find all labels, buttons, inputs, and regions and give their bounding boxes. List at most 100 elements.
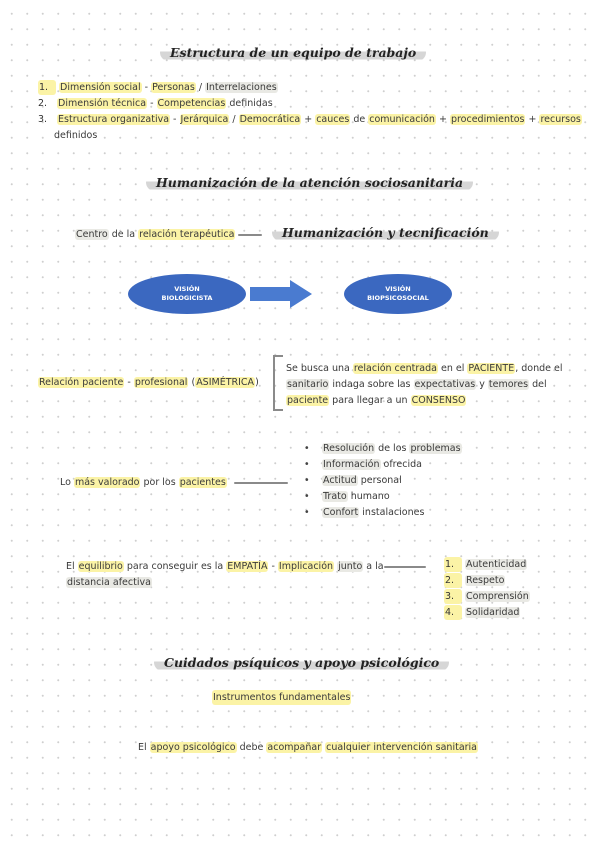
- list-item-continuation: definidos: [54, 130, 98, 141]
- text-segment: Centro: [75, 229, 109, 240]
- text-segment: El: [66, 561, 78, 572]
- item-number: 2.: [444, 573, 462, 588]
- text-segment: indaga sobre las: [329, 379, 414, 390]
- text-segment: humano: [347, 491, 390, 502]
- item-text: +: [525, 114, 540, 125]
- item-text: Comprensión: [465, 591, 530, 602]
- text-segment: -: [268, 561, 278, 572]
- ellipse-label: VISIÓN: [385, 285, 411, 293]
- text-segment: Trato: [322, 491, 348, 502]
- subtitle-humanizacion-tecnificacion: Humanización y tecnificación: [272, 224, 499, 241]
- item-text: +: [301, 114, 316, 125]
- bullet: •: [304, 507, 310, 518]
- text-segment: de la: [108, 229, 139, 240]
- list-item: •Actitud personal: [304, 473, 402, 488]
- text-segment: junto: [337, 561, 364, 572]
- text-segment: Relación paciente: [38, 377, 125, 388]
- busca-line-2: sanitario indaga sobre las expectativas …: [286, 377, 547, 392]
- arrow-right-icon: [250, 280, 312, 308]
- text-segment: PACIENTE: [467, 363, 516, 374]
- text-segment: instalaciones: [359, 507, 425, 518]
- item-text: definidas: [226, 98, 273, 109]
- item-text: Autenticidad: [465, 559, 528, 570]
- text-segment: y: [476, 379, 488, 390]
- section-title-estructura: Estructura de un equipo de trabajo: [160, 44, 427, 61]
- item-text: Dimensión técnica: [57, 98, 148, 109]
- text-segment: de los: [375, 443, 410, 454]
- text-segment: expectativas: [413, 379, 477, 390]
- item-text: Estructura organizativa: [57, 114, 171, 125]
- text-segment: Se busca una: [286, 363, 353, 374]
- item-text: +: [435, 114, 450, 125]
- item-text: Interrelaciones: [205, 82, 278, 93]
- text-segment: problemas: [409, 443, 462, 454]
- item-text: Democrática: [238, 114, 302, 125]
- item-number: 3.: [38, 114, 48, 125]
- text-segment: paciente: [286, 395, 330, 406]
- item-text: de: [350, 114, 369, 125]
- text-segment: -: [124, 377, 134, 388]
- ellipse-label: VISIÓN: [174, 285, 200, 293]
- text-segment: equilibrio: [77, 561, 124, 572]
- ellipse-label: BIOLOGICISTA: [161, 294, 213, 302]
- text-segment: Información: [322, 459, 381, 470]
- text-segment: Implicación: [277, 561, 335, 572]
- equilibrio-line-2: distancia afectiva: [66, 575, 152, 590]
- apoyo-psicologico: El apoyo psicológico debe acompañar cual…: [138, 740, 479, 755]
- bullet: •: [304, 491, 310, 502]
- item-number: 4.: [444, 605, 462, 620]
- text-segment: a la: [363, 561, 384, 572]
- text-segment: ASIMÉTRICA: [195, 377, 256, 388]
- item-text: /: [195, 82, 206, 93]
- text-segment: temores: [487, 379, 530, 390]
- text-segment: acompañar: [266, 742, 323, 753]
- text-segment: del: [529, 379, 547, 390]
- text-segment: El: [138, 742, 150, 753]
- item-text: comunicación: [368, 114, 436, 125]
- text-segment: (: [188, 377, 196, 388]
- item-text: Competencias: [156, 98, 227, 109]
- text-segment: , donde el: [515, 363, 563, 374]
- text-segment: Lo: [60, 477, 74, 488]
- text-segment: sanitario: [286, 379, 330, 390]
- text-segment: personal: [357, 475, 402, 486]
- item-text: Respeto: [465, 575, 506, 586]
- item-text: -: [170, 114, 180, 125]
- text-segment: ): [255, 377, 259, 388]
- item-number: 1.: [444, 557, 462, 572]
- text-segment: pacientes: [178, 477, 227, 488]
- bullet: •: [304, 443, 310, 454]
- connector-dash: [238, 234, 262, 236]
- centro-relacion: Centro de la relación terapéutica: [75, 227, 236, 242]
- text-segment: más valorado: [73, 477, 141, 488]
- item-text: cauces: [315, 114, 351, 125]
- list-item: 2. Respeto: [444, 573, 506, 588]
- text-segment: Resolución: [322, 443, 376, 454]
- text-segment: CONSENSO: [410, 395, 467, 406]
- relacion-paciente-profesional: Relación paciente - profesional (ASIMÉTR…: [38, 375, 259, 390]
- connector-dash: [234, 482, 288, 484]
- section-title-humanizacion: Humanización de la atención sociosanitar…: [146, 174, 474, 191]
- text-segment: cualquier intervención sanitaria: [325, 742, 479, 753]
- text-segment: para llegar a un: [329, 395, 411, 406]
- list-item: 2. Dimensión técnica - Competencias defi…: [38, 96, 273, 111]
- connector-dash: [384, 566, 426, 568]
- list-item: 1. Autenticidad: [444, 557, 528, 572]
- text-segment: profesional: [133, 377, 189, 388]
- bracket: [273, 355, 283, 411]
- text-segment: relación terapéutica: [138, 229, 236, 240]
- list-item: 1. Dimensión social - Personas / Interre…: [38, 80, 278, 95]
- list-item: 3. Estructura organizativa - Jerárquica …: [38, 112, 582, 127]
- text-segment: EMPATÍA: [226, 561, 269, 572]
- item-text: Personas: [151, 82, 196, 93]
- text-segment: Confort: [322, 507, 360, 518]
- list-item: • Trato humano: [304, 489, 390, 504]
- list-item: 4. Solidaridad: [444, 605, 521, 620]
- busca-line-3: paciente para llegar a un CONSENSO: [286, 393, 467, 408]
- text-segment: apoyo psicológico: [149, 742, 237, 753]
- list-item: • Confort instalaciones: [304, 505, 424, 520]
- text-segment: por los: [140, 477, 179, 488]
- item-text: Solidaridad: [465, 607, 521, 618]
- text-segment: debe: [236, 742, 267, 753]
